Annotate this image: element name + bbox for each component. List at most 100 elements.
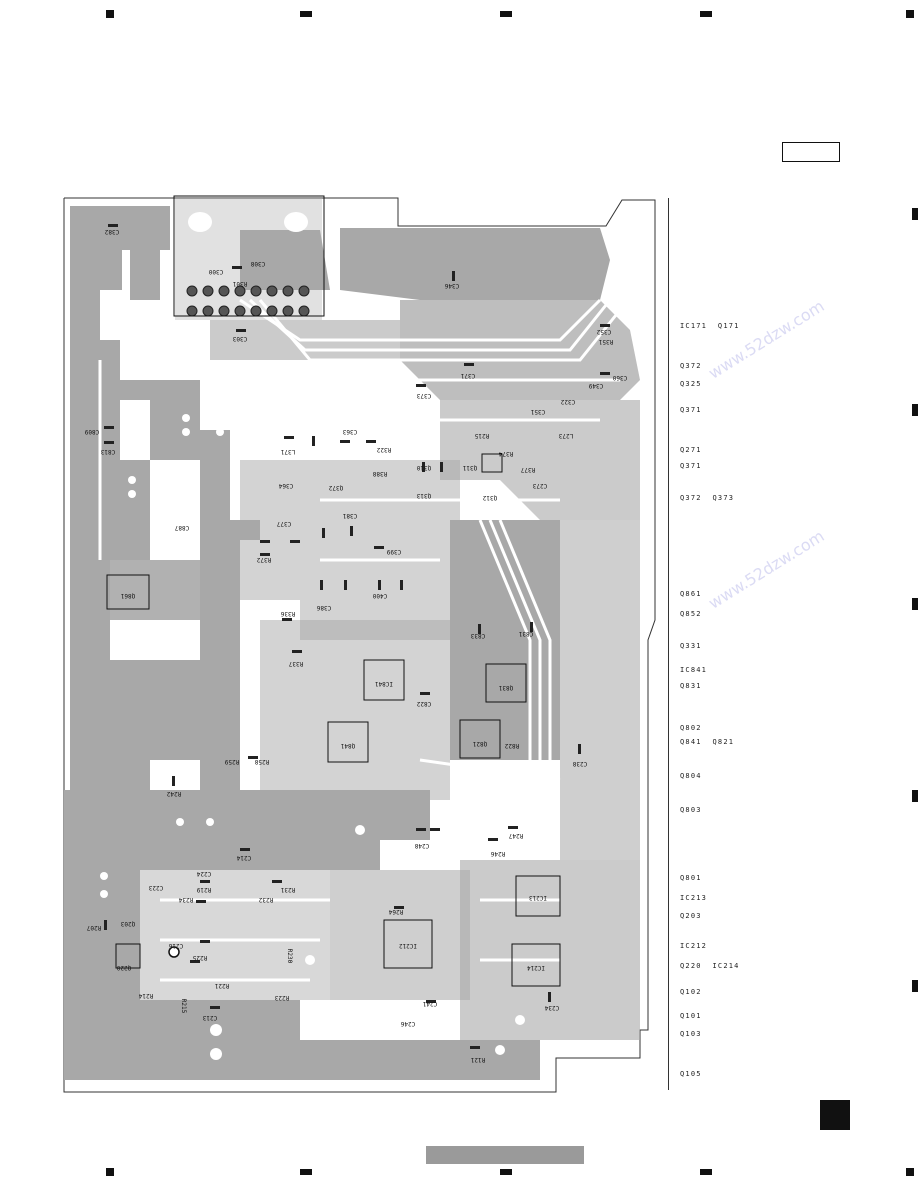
ref-label: Q372 bbox=[680, 362, 702, 370]
silk-c238: C238 bbox=[572, 760, 587, 767]
registration-mark bbox=[106, 10, 114, 18]
silk-c373: C373 bbox=[416, 392, 431, 399]
side-mark bbox=[912, 790, 918, 802]
silk-c813: C813 bbox=[100, 448, 115, 455]
silk-c213: C213 bbox=[202, 1014, 217, 1021]
silk-r225: R225 bbox=[192, 954, 207, 961]
silk-c300: C300 bbox=[208, 268, 223, 275]
silk-r372: R372 bbox=[256, 556, 271, 563]
registration-mark bbox=[700, 1169, 712, 1175]
ref-label: IC841 bbox=[680, 666, 708, 674]
silk-r215b: R215 bbox=[180, 999, 187, 1014]
silk-c371: C371 bbox=[460, 372, 475, 379]
silk-r221: R221 bbox=[214, 982, 229, 989]
silk-c399: C399 bbox=[386, 548, 401, 555]
registration-mark bbox=[700, 11, 712, 17]
silk-l371: L371 bbox=[280, 448, 295, 455]
ref-label: Q802 bbox=[680, 724, 702, 732]
silk-c377: C377 bbox=[276, 520, 291, 527]
silk-q831: Q831 bbox=[498, 684, 513, 691]
ref-label: IC171 Q171 bbox=[680, 322, 740, 330]
silk-r246: R246 bbox=[490, 850, 505, 857]
side-mark bbox=[912, 208, 918, 220]
silk-r264: R264 bbox=[388, 908, 403, 915]
page-number-bar bbox=[426, 1146, 584, 1164]
silk-c351: C351 bbox=[530, 408, 545, 415]
ref-label: Q803 bbox=[680, 806, 702, 814]
ref-label: Q801 bbox=[680, 874, 702, 882]
ref-label: Q325 bbox=[680, 380, 702, 388]
silk-c241: C241 bbox=[422, 1000, 437, 1007]
silk-c224: C224 bbox=[196, 870, 211, 877]
silk-q311: Q311 bbox=[462, 464, 477, 471]
silk-c833: C833 bbox=[470, 632, 485, 639]
registration-mark bbox=[106, 1168, 114, 1176]
registration-mark bbox=[500, 11, 512, 17]
silk-q310: Q310 bbox=[416, 464, 431, 471]
silk-c822: C822 bbox=[416, 700, 431, 707]
silk-ic214: IC214 bbox=[527, 964, 545, 971]
silk-q203: Q203 bbox=[120, 920, 135, 927]
silk-c322: C322 bbox=[560, 398, 575, 405]
ref-label: Q371 bbox=[680, 406, 702, 414]
silk-c364: C364 bbox=[278, 482, 293, 489]
silk-c248: C248 bbox=[414, 842, 429, 849]
registration-mark bbox=[500, 1169, 512, 1175]
silk-c400: C400 bbox=[372, 592, 387, 599]
silk-r207: R207 bbox=[86, 924, 101, 931]
silk-c303: C303 bbox=[232, 335, 247, 342]
silk-c349: C349 bbox=[588, 382, 603, 389]
ref-label: Q331 bbox=[680, 642, 702, 650]
silk-q821: Q821 bbox=[472, 740, 487, 747]
silk-r121: R121 bbox=[470, 1056, 485, 1063]
silk-r374: R374 bbox=[498, 450, 513, 457]
divider-line bbox=[668, 198, 669, 1090]
silk-r336: R336 bbox=[280, 610, 295, 617]
silk-c381: C381 bbox=[342, 512, 357, 519]
silk-c214: C214 bbox=[236, 854, 251, 861]
registration-mark bbox=[300, 1169, 312, 1175]
ref-label: Q852 bbox=[680, 610, 702, 618]
ref-label: IC212 bbox=[680, 942, 708, 950]
registration-mark bbox=[906, 1168, 914, 1176]
silk-c360: C360 bbox=[612, 374, 627, 381]
silk-ic213: IC213 bbox=[529, 894, 547, 901]
registration-mark bbox=[300, 11, 312, 17]
ref-label: Q831 bbox=[680, 682, 702, 690]
silk-c246: C246 bbox=[400, 1020, 415, 1027]
view-label-frame bbox=[782, 142, 840, 162]
silk-c223: C223 bbox=[148, 884, 163, 891]
silk-q313: Q313 bbox=[416, 492, 431, 499]
ref-label: Q804 bbox=[680, 772, 702, 780]
silk-q220: Q220 bbox=[116, 964, 131, 971]
silk-r247: R247 bbox=[508, 832, 523, 839]
silk-c386: C386 bbox=[316, 604, 331, 611]
silk-r232: R232 bbox=[258, 896, 273, 903]
silk-r219: R219 bbox=[196, 886, 211, 893]
silk-c831: C831 bbox=[518, 630, 533, 637]
silk-ic841: IC841 bbox=[375, 680, 393, 687]
silk-c234: C234 bbox=[544, 1004, 559, 1011]
silk-c346: C346 bbox=[444, 282, 459, 289]
silk-r230: R230 bbox=[286, 949, 293, 964]
silk-r231: R231 bbox=[280, 886, 295, 893]
silk-r322: R322 bbox=[376, 446, 391, 453]
silk-ic212: IC212 bbox=[399, 942, 417, 949]
silk-c887: C887 bbox=[174, 524, 189, 531]
ref-label: Q372 Q373 bbox=[680, 494, 735, 502]
ref-label: IC213 bbox=[680, 894, 708, 902]
ref-label: Q203 bbox=[680, 912, 702, 920]
silk-q312: Q312 bbox=[482, 494, 497, 501]
silk-c382: C382 bbox=[104, 228, 119, 235]
silk-r242: R242 bbox=[166, 790, 181, 797]
silk-c308: C308 bbox=[250, 260, 265, 267]
registration-mark bbox=[906, 10, 914, 18]
ref-label: Q271 bbox=[680, 446, 702, 454]
page-corner-block bbox=[820, 1100, 850, 1130]
ref-label: Q105 bbox=[680, 1070, 702, 1078]
silk-l273: L273 bbox=[558, 432, 573, 439]
silk-c352: C352 bbox=[596, 328, 611, 335]
ref-label: Q103 bbox=[680, 1030, 702, 1038]
side-mark bbox=[912, 598, 918, 610]
silk-r377: R377 bbox=[520, 466, 535, 473]
